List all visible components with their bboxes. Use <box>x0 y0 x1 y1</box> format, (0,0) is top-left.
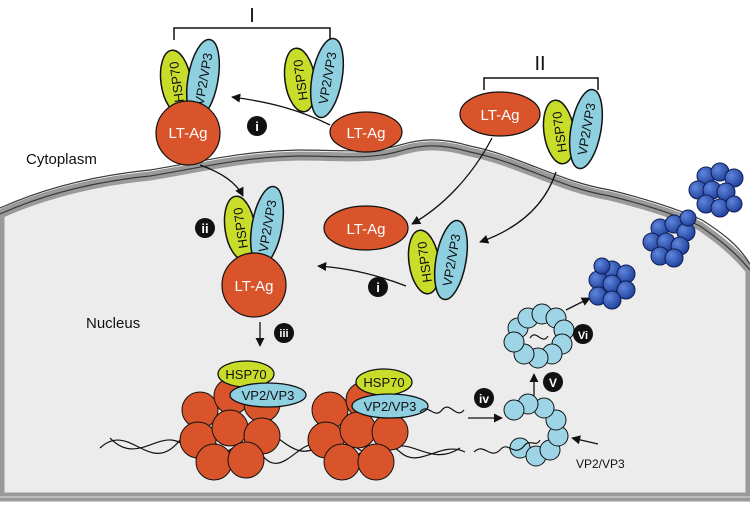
hsp70-label: HSP70 <box>230 206 251 249</box>
lt-ag-nucleus: LT-Ag <box>323 205 409 251</box>
svg-text:i: i <box>255 119 259 134</box>
hsp70-vp-pair-nucleus: HSP70 VP2/VP3 <box>407 219 469 301</box>
capsomere-assembly-arc <box>503 393 569 467</box>
virion-at-membrane <box>642 209 697 268</box>
hsp70-label: HSP70 <box>225 367 266 382</box>
vp2-vp3-bound-left: VP2/VP3 <box>229 382 307 408</box>
vp2-vp3-label: VP2/VP3 <box>242 388 295 403</box>
dna-entering-capsid <box>473 439 541 454</box>
group-one-label: I <box>249 5 255 27</box>
hsp70-label: HSP70 <box>166 60 187 103</box>
arrow-step-i-nucleus <box>317 261 407 287</box>
group-one-bracket: I <box>173 5 331 40</box>
released-virion <box>688 162 744 218</box>
step-badge-iii: iii <box>274 323 294 343</box>
arrow-step-vi <box>565 297 591 311</box>
step-badge-vi: Vi <box>573 324 593 344</box>
mature-virion-nucleus <box>588 257 636 310</box>
svg-text:iii: iii <box>279 328 288 340</box>
svg-text:ii: ii <box>201 221 208 236</box>
vp2-vp3-bound-right: VP2/VP3 <box>351 393 429 419</box>
arrow-hsp70-vp-import <box>479 171 557 244</box>
nucleus-label: Nucleus <box>86 315 140 332</box>
lt-ag-label: LT-Ag <box>481 107 520 124</box>
group-two-label: II <box>534 53 545 75</box>
step-badge-v: V <box>543 372 563 392</box>
lt-ag-free-group-one: LT-Ag <box>329 111 403 153</box>
arrow-complex-import <box>199 164 244 197</box>
free-vp2-vp3-label: VP2/VP3 <box>576 457 625 471</box>
dna-inside-capsid <box>529 334 549 340</box>
hsp70-bound-left: HSP70 <box>217 360 275 388</box>
complex-hsp70-vp-lt-top-left: HSP70 VP2/VP3 LT-Ag <box>155 38 221 166</box>
arrow-free-vp2-vp3 <box>571 435 599 445</box>
hsp70-vp-pair-group-one: HSP70 VP2/VP3 <box>283 37 345 119</box>
hsp70-label: HSP70 <box>290 58 311 101</box>
arrow-step-i-top <box>231 93 331 126</box>
group-two-bracket: II <box>483 53 599 90</box>
svg-text:V: V <box>549 376 557 390</box>
hsp70-label: HSP70 <box>414 240 435 283</box>
svg-text:iv: iv <box>479 392 489 406</box>
arrow-lt-ag-import <box>411 137 493 225</box>
replicated-dna-strand <box>419 406 465 414</box>
svg-text:i: i <box>376 280 380 295</box>
lt-ag-free-group-two: LT-Ag <box>459 91 541 137</box>
hsp70-bound-right: HSP70 <box>355 368 413 396</box>
hsp70-vp-pair-group-two: HSP70 VP2/VP3 <box>542 88 604 170</box>
lt-ag-label: LT-Ag <box>347 125 386 142</box>
lt-ag-label: LT-Ag <box>347 221 386 238</box>
nuclear-envelope-outer-line <box>0 139 750 265</box>
lt-ag-label: LT-Ag <box>235 278 274 295</box>
hsp70-label: HSP70 <box>549 110 570 153</box>
step-badge-iv: iv <box>474 388 494 408</box>
closed-capsid-ring <box>503 303 575 369</box>
cytoplasm-label: Cytoplasm <box>26 151 97 168</box>
step-badge-i-top: i <box>247 116 267 136</box>
svg-text:Vi: Vi <box>578 330 588 342</box>
step-badge-i-nucleus: i <box>368 277 388 297</box>
vp2-vp3-label: VP2/VP3 <box>364 399 417 414</box>
lt-ag-label: LT-Ag <box>169 125 208 142</box>
complex-hsp70-vp-lt-nucleus: HSP70 VP2/VP3 LT-Ag <box>221 185 287 318</box>
step-badge-ii: ii <box>195 218 215 238</box>
hsp70-label: HSP70 <box>363 375 404 390</box>
